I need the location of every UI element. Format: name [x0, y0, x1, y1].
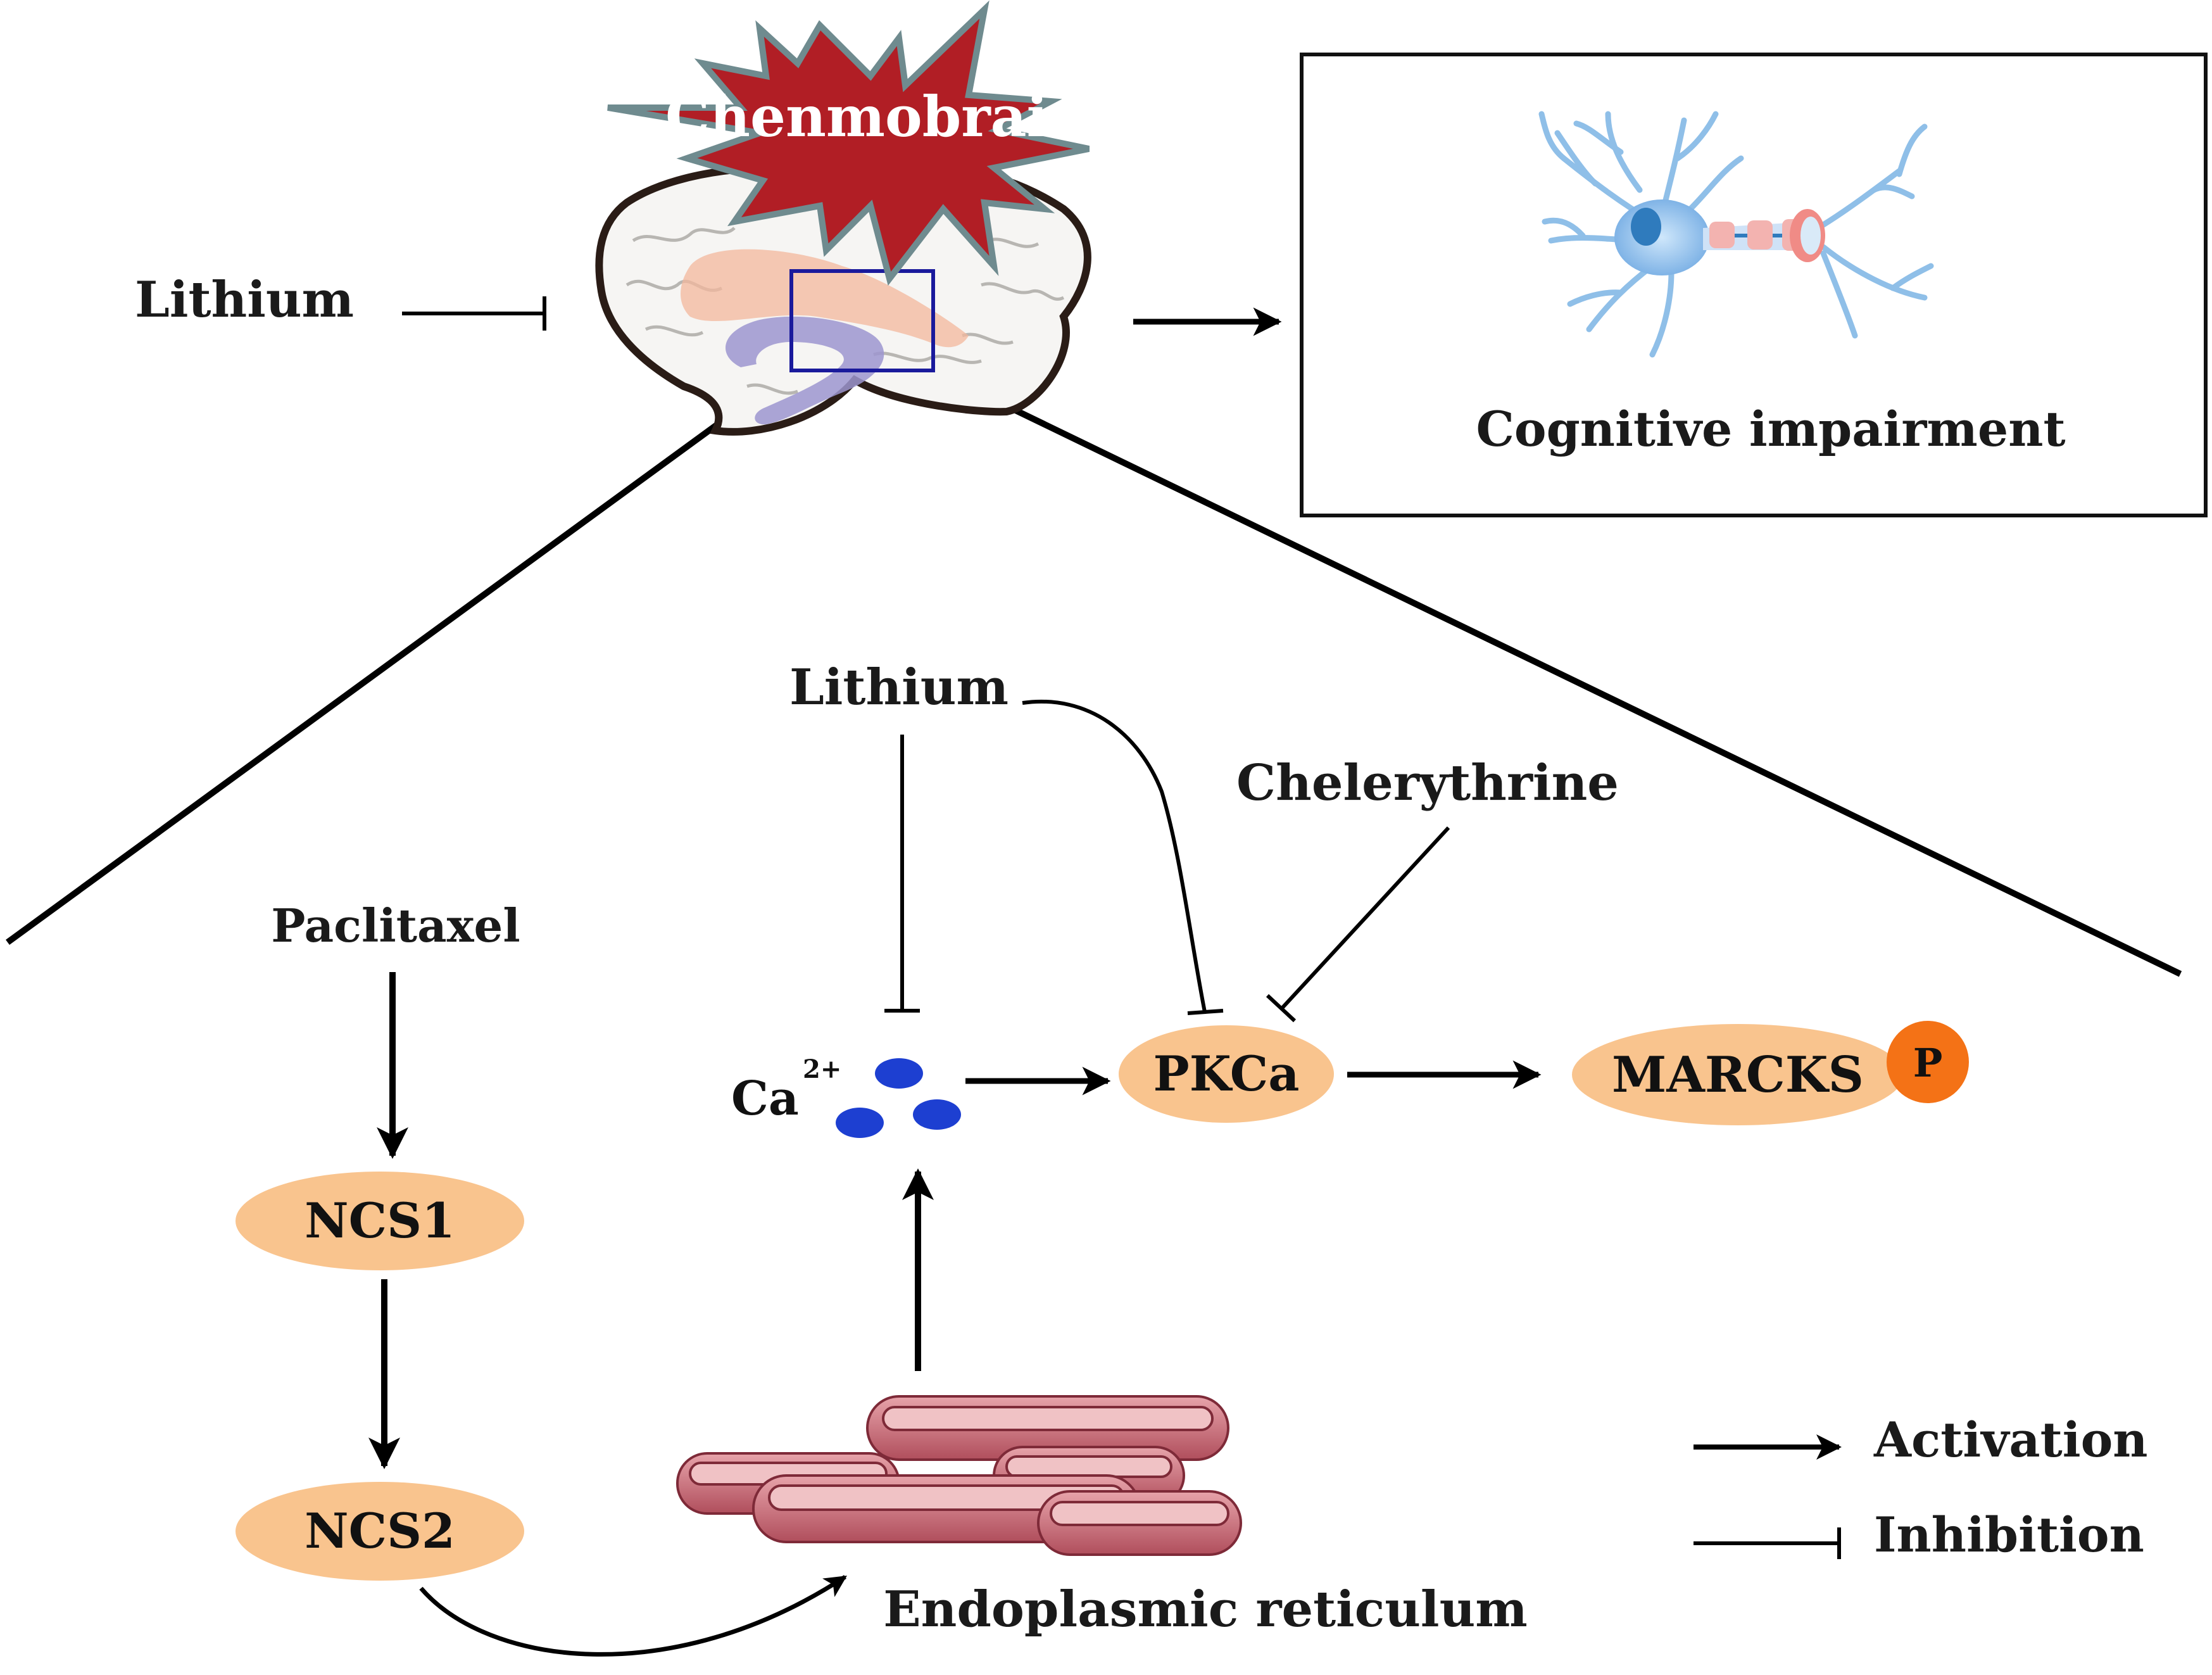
burst-shape: [607, 0, 1090, 286]
lithium-top-label: Lithium: [135, 271, 354, 329]
hippocampus-shape: [681, 249, 969, 348]
chenmobrain-burst: Chenmobrain: [607, 0, 1090, 286]
chelerythrine-label: Chelerythrine: [1236, 754, 1619, 812]
lithium-pkca-inhibition: [1022, 699, 1224, 1015]
ncs2-to-er-arrow: [419, 1575, 847, 1657]
chenmobrain-label: Chenmobrain: [665, 84, 1088, 149]
calcium-ion: [913, 1099, 961, 1130]
lithium-calcium-inhibition: [884, 735, 920, 1013]
calcium-group: Ca 2+: [731, 1054, 961, 1138]
lithium-brain-inhibition: [402, 296, 546, 331]
ncs1-label: NCS1: [305, 1192, 455, 1249]
calcium-ion: [836, 1108, 884, 1138]
zoom-line-right: [931, 367, 2182, 977]
calcium-symbol: Ca: [731, 1071, 799, 1126]
calcium-charge: 2+: [803, 1054, 841, 1084]
ncs2-label: NCS2: [305, 1503, 455, 1559]
marcks-label: MARCKS: [1612, 1046, 1864, 1104]
endoplasmic-reticulum-icon: [676, 1395, 1242, 1556]
pkca-node: PKCa: [1119, 1025, 1334, 1123]
er-label: Endoplasmic reticulum: [883, 1581, 1528, 1638]
chelerythrine-pkca-inhibition: [1266, 826, 1450, 1023]
phosphate-badge: [1887, 1021, 1969, 1103]
cognitive-impairment-label: Cognitive impairment: [1476, 401, 2065, 457]
calcium-ion: [875, 1058, 923, 1089]
ncs2-node: NCS2: [236, 1482, 524, 1581]
zoom-box: [789, 269, 935, 372]
lithium-mid-label: Lithium: [789, 659, 1009, 716]
hippocampus-curl: [726, 316, 884, 425]
legend-inhibition-symbol: [1694, 1527, 1841, 1559]
pkca-label: PKCa: [1153, 1046, 1300, 1102]
ncs1-node: NCS1: [236, 1172, 524, 1270]
marcks-node: MARCKS P: [1572, 1021, 1969, 1125]
zoom-line-left: [6, 367, 793, 945]
legend: Activation Inhibition: [1694, 1412, 2148, 1563]
phosphate-label: P: [1913, 1040, 1943, 1086]
neuron-icon: [1538, 111, 1934, 358]
paclitaxel-label: Paclitaxel: [271, 899, 520, 952]
legend-inhibition-label: Inhibition: [1874, 1507, 2144, 1563]
legend-activation-label: Activation: [1873, 1412, 2148, 1468]
cognitive-impairment-box: Cognitive impairment: [1300, 53, 2208, 517]
